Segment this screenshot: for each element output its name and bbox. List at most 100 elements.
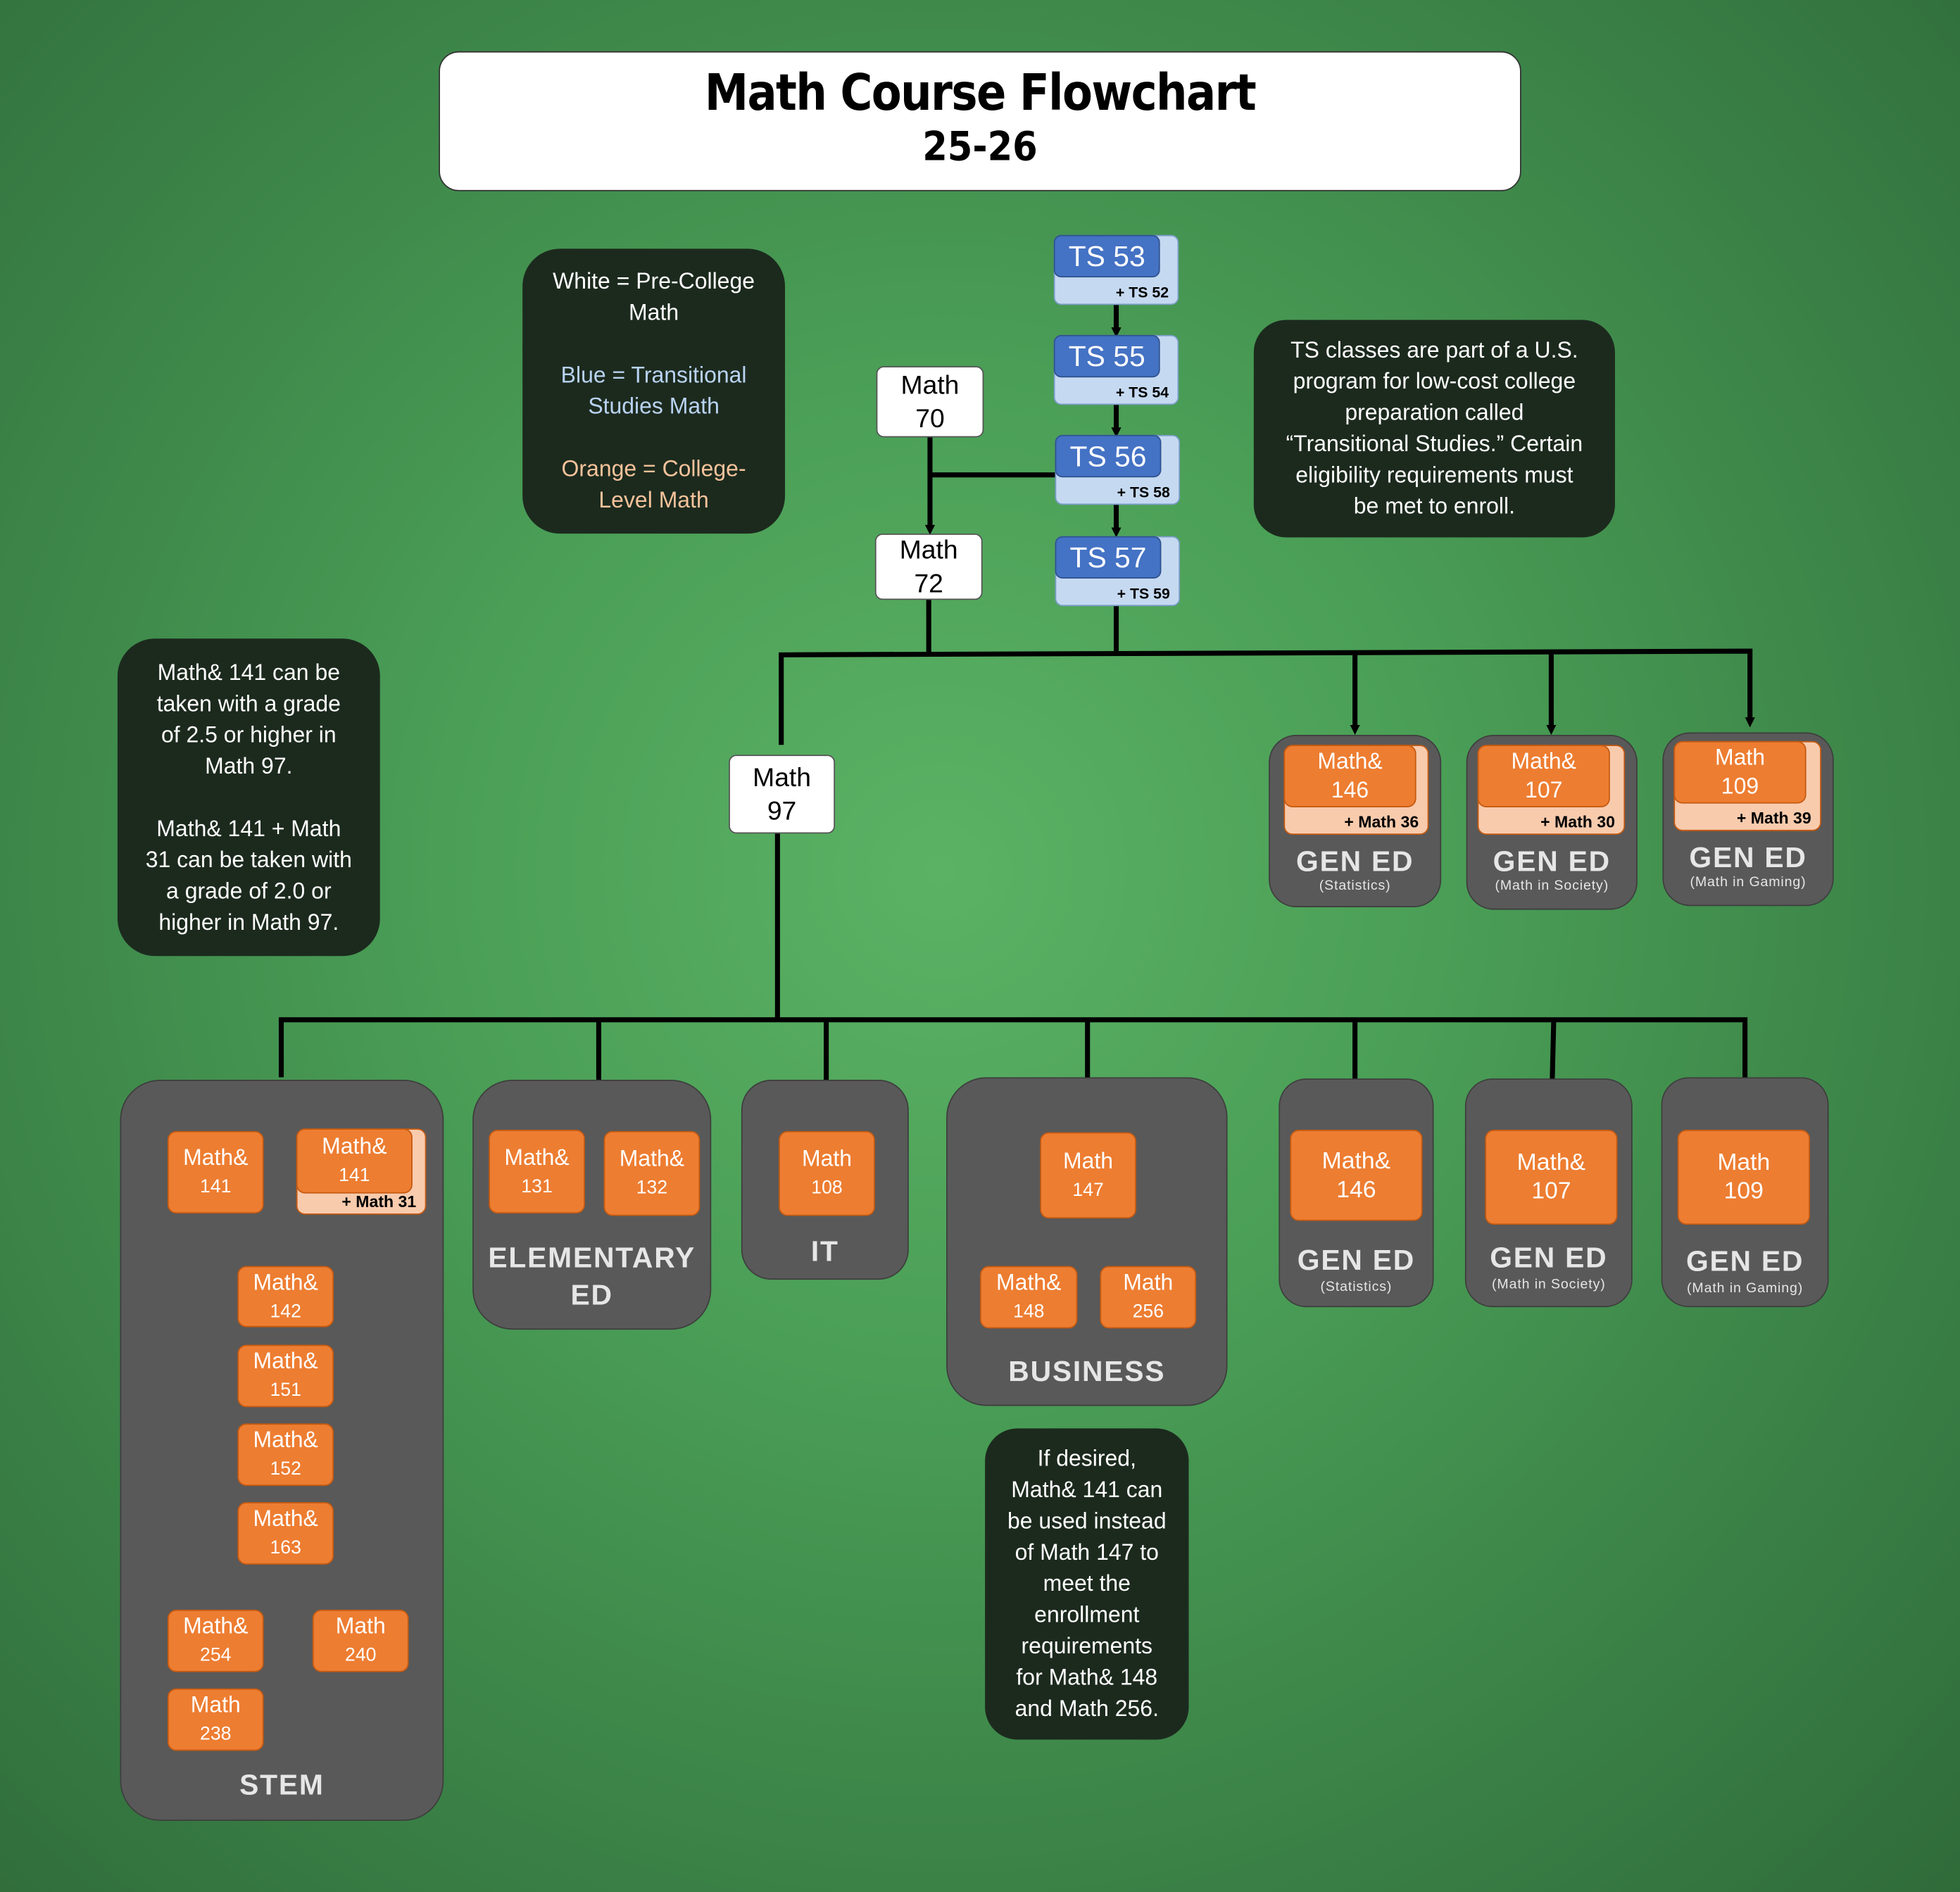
gened-sub: (Math in Gaming) — [1687, 1280, 1804, 1297]
math142-l2: 142 — [270, 1300, 301, 1322]
math109-box[interactable]: Math 109 — [1677, 1130, 1810, 1225]
math240-l1: Math — [335, 1613, 386, 1639]
page-title: Math Course Flowchart — [704, 65, 1257, 122]
math108-l1: Math — [801, 1146, 853, 1171]
math31-label: + Math 31 — [341, 1192, 417, 1211]
math146-l1: Math& — [1321, 1147, 1391, 1175]
legend-box: White = Pre-College Math Blue = Transiti… — [522, 248, 786, 534]
math109-l1: Math — [1717, 1149, 1771, 1176]
gened-label: GEN ED — [1490, 1241, 1608, 1274]
math109-math39-box[interactable]: Math 109 + Math 39 — [1673, 740, 1821, 831]
math30-label: + Math 30 — [1540, 812, 1615, 831]
gened-label: GEN ED — [1297, 1243, 1416, 1276]
math146-math36-box[interactable]: Math& 146 + Math 36 — [1283, 745, 1429, 835]
math107-top-l1: Math& — [1511, 748, 1576, 774]
legend-orange: Orange = College- Level Math — [561, 456, 746, 512]
gened-gaming-top: Math 109 + Math 39 GEN ED (Math in Gamin… — [1662, 732, 1834, 907]
gened-label: GEN ED — [1296, 845, 1414, 878]
math256-l2: 256 — [1132, 1301, 1164, 1323]
math131-box[interactable]: Math& 131 — [489, 1130, 585, 1214]
math238-l2: 238 — [200, 1723, 232, 1745]
math147-l2: 147 — [1072, 1179, 1104, 1201]
ts56-box[interactable]: TS 56 + TS 58 — [1055, 434, 1181, 505]
math107-math30-box[interactable]: Math& 107 + Math 30 — [1477, 745, 1626, 835]
gened-sub: (Math in Gaming) — [1690, 874, 1807, 890]
math238-l1: Math — [190, 1692, 241, 1717]
business-note-text: If desired, Math& 141 can be used instea… — [1007, 1446, 1167, 1721]
math240-l2: 240 — [345, 1644, 377, 1666]
math152-box[interactable]: Math& 152 — [237, 1423, 334, 1487]
title-box: Math Course Flowchart 25-26 — [439, 51, 1521, 191]
math107-box[interactable]: Math& 107 — [1485, 1130, 1618, 1225]
math238-box[interactable]: Math 238 — [167, 1688, 264, 1751]
ts55-box[interactable]: TS 55 + TS 54 — [1053, 334, 1179, 405]
math131-l1: Math& — [504, 1144, 570, 1169]
math141-note: Math& 141 can be taken with a grade of 2… — [117, 638, 380, 957]
math109-top-l1: Math — [1714, 745, 1766, 770]
math146-top-l2: 146 — [1331, 777, 1369, 802]
math141b-l2: 141 — [339, 1164, 370, 1186]
ts-info-note: TS classes are part of a U.S. program fo… — [1253, 320, 1615, 538]
math107-top-l2: 107 — [1525, 777, 1563, 802]
math142-box[interactable]: Math& 142 — [237, 1266, 334, 1327]
math240-box[interactable]: Math 240 — [312, 1609, 409, 1672]
math146-l2: 146 — [1336, 1176, 1376, 1203]
business-group: BUSINESS — [946, 1077, 1228, 1406]
ts59-label: + TS 59 — [1117, 584, 1170, 603]
math108-box[interactable]: Math 108 — [779, 1130, 875, 1216]
math132-box[interactable]: Math& 132 — [603, 1130, 701, 1216]
math141-l2: 141 — [200, 1175, 232, 1197]
math141-box[interactable]: Math& 141 — [167, 1130, 264, 1214]
math151-l1: Math& — [253, 1348, 318, 1374]
math109-top-l2: 109 — [1721, 774, 1759, 799]
gened-sub: (Statistics) — [1319, 878, 1391, 894]
math146-box[interactable]: Math& 146 — [1290, 1130, 1423, 1221]
ts52-label: + TS 52 — [1115, 284, 1169, 301]
gened-society-top: Math& 107 + Math 30 GEN ED (Math in Soci… — [1466, 734, 1638, 910]
math147-l1: Math — [1063, 1147, 1114, 1173]
gened-sub: (Math in Society) — [1492, 1277, 1606, 1292]
math151-l2: 151 — [270, 1380, 301, 1401]
math97-box[interactable]: Math 97 — [729, 755, 836, 834]
math141-note-1: Math& 141 can be taken with a grade of 2… — [156, 659, 341, 778]
math152-l2: 152 — [270, 1458, 301, 1480]
ts58-label: + TS 58 — [1117, 484, 1170, 501]
math72-box[interactable]: Math 72 — [874, 534, 983, 600]
math141b-l1: Math& — [322, 1133, 387, 1159]
it-label: IT — [810, 1235, 839, 1268]
gened-sub: (Statistics) — [1320, 1280, 1393, 1295]
ts53-label: TS 53 — [1053, 234, 1160, 278]
math107-l2: 107 — [1531, 1178, 1571, 1205]
math141-note-2: Math& 141 + Math 31 can be taken with a … — [145, 815, 352, 935]
math254-box[interactable]: Math& 254 — [167, 1609, 264, 1672]
math70-box[interactable]: Math 70 — [876, 366, 984, 438]
ts57-box[interactable]: TS 57 + TS 59 — [1055, 536, 1181, 607]
ts53-box[interactable]: TS 53 + TS 52 — [1053, 234, 1179, 305]
math142-l1: Math& — [253, 1269, 318, 1294]
ts56-label: TS 56 — [1055, 434, 1162, 478]
bus-bottom — [278, 1017, 1750, 1128]
math132-l2: 132 — [636, 1177, 668, 1199]
math148-box[interactable]: Math& 148 — [979, 1266, 1078, 1329]
math256-box[interactable]: Math 256 — [1100, 1266, 1197, 1329]
math254-l1: Math& — [183, 1613, 249, 1639]
math148-l2: 148 — [1013, 1301, 1045, 1323]
gened-sub: (Math in Society) — [1495, 878, 1609, 894]
stem-label: STEM — [239, 1768, 325, 1801]
math163-box[interactable]: Math& 163 — [237, 1502, 334, 1565]
math151-box[interactable]: Math& 151 — [237, 1344, 334, 1408]
math147-box[interactable]: Math 147 — [1040, 1132, 1136, 1219]
elementary-label: ELEMENTARY ED — [488, 1241, 696, 1311]
math131-l2: 131 — [521, 1175, 553, 1197]
legend-white: White = Pre-College Math — [553, 268, 755, 325]
business-label: BUSINESS — [1008, 1354, 1166, 1387]
math108-l2: 108 — [811, 1177, 843, 1199]
math39-label: + Math 39 — [1736, 808, 1811, 828]
math256-l1: Math — [1123, 1269, 1174, 1295]
math107-l1: Math& — [1516, 1149, 1586, 1176]
math141-math31-box[interactable]: Math& 141 + Math 31 — [296, 1128, 427, 1215]
gened-label: GEN ED — [1689, 840, 1807, 874]
math109-l2: 109 — [1723, 1178, 1764, 1205]
math132-l1: Math& — [619, 1146, 685, 1171]
